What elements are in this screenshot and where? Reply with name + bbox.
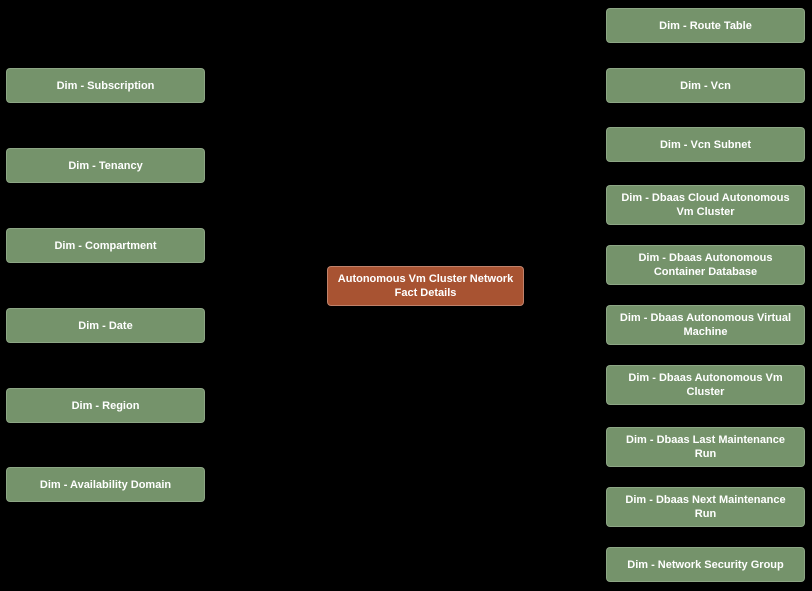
node-dim-vcn-subnet[interactable]: Dim - Vcn Subnet: [606, 127, 805, 162]
node-label: Dim - Date: [78, 319, 133, 332]
node-label: Dim - Region: [71, 399, 140, 412]
node-dim-dbaas-next-maintenance-run[interactable]: Dim - Dbaas Next Maintenance Run: [606, 487, 805, 527]
node-dim-region[interactable]: Dim - Region: [6, 388, 205, 423]
node-dim-dbaas-autonomous-container-database[interactable]: Dim - Dbaas Autonomous Container Databas…: [606, 245, 805, 285]
node-dim-availability-domain[interactable]: Dim - Availability Domain: [6, 467, 205, 502]
node-dim-compartment[interactable]: Dim - Compartment: [6, 228, 205, 263]
node-label: Dim - Vcn Subnet: [659, 138, 752, 151]
node-dim-dbaas-cloud-autonomous-vm-cluster[interactable]: Dim - Dbaas Cloud Autonomous Vm Cluster: [606, 185, 805, 225]
node-label: Dim - Availability Domain: [39, 478, 172, 491]
node-label: Dim - Dbaas Autonomous Vm Cluster: [628, 372, 783, 398]
node-dim-subscription[interactable]: Dim - Subscription: [6, 68, 205, 103]
node-dim-tenancy[interactable]: Dim - Tenancy: [6, 148, 205, 183]
node-label: Dim - Network Security Group: [627, 558, 784, 571]
node-dim-network-security-group[interactable]: Dim - Network Security Group: [606, 547, 805, 582]
node-dim-date[interactable]: Dim - Date: [6, 308, 205, 343]
node-label: Dim - Route Table: [659, 19, 752, 32]
node-label: Autonomous Vm Cluster Network Fact Detai…: [337, 273, 514, 299]
node-dim-dbaas-last-maintenance-run[interactable]: Dim - Dbaas Last Maintenance Run: [606, 427, 805, 467]
node-label: Dim - Dbaas Autonomous Virtual Machine: [619, 312, 792, 338]
node-fact-autonomous-vm-cluster-network[interactable]: Autonomous Vm Cluster Network Fact Detai…: [327, 266, 524, 306]
node-label: Dim - Compartment: [54, 239, 157, 252]
node-dim-dbaas-autonomous-vm-cluster[interactable]: Dim - Dbaas Autonomous Vm Cluster: [606, 365, 805, 405]
node-label: Dim - Tenancy: [68, 159, 143, 172]
node-label: Dim - Vcn: [680, 79, 731, 92]
node-dim-dbaas-autonomous-virtual-machine[interactable]: Dim - Dbaas Autonomous Virtual Machine: [606, 305, 805, 345]
node-dim-route-table[interactable]: Dim - Route Table: [606, 8, 805, 43]
node-label: Dim - Dbaas Last Maintenance Run: [626, 434, 785, 460]
node-label: Dim - Dbaas Cloud Autonomous Vm Cluster: [621, 192, 790, 218]
node-dim-vcn[interactable]: Dim - Vcn: [606, 68, 805, 103]
node-label: Dim - Subscription: [56, 79, 155, 92]
node-label: Dim - Dbaas Next Maintenance Run: [625, 494, 786, 520]
node-label: Dim - Dbaas Autonomous Container Databas…: [638, 252, 773, 278]
